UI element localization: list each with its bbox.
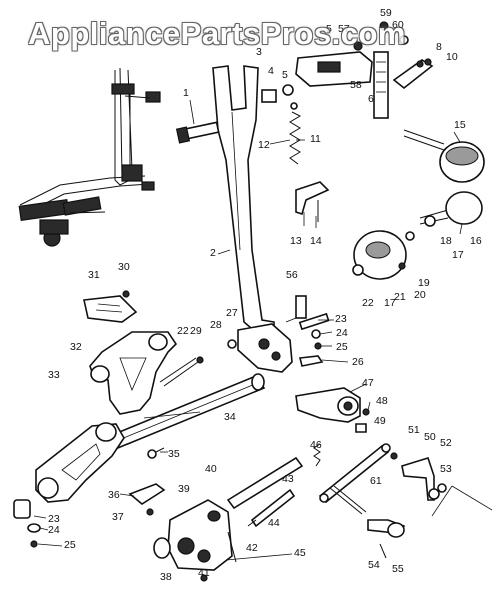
callout-label: 59 bbox=[380, 7, 392, 19]
callout-label: 1 bbox=[183, 87, 189, 99]
callout-label: 17 bbox=[452, 249, 464, 261]
callout-label: 3 bbox=[256, 46, 262, 58]
crank-part-47 bbox=[295, 387, 370, 423]
callout-label: 47 bbox=[362, 377, 374, 389]
callout-label: 5 bbox=[282, 69, 288, 81]
frame-part-33 bbox=[89, 331, 178, 415]
callout-label: 34 bbox=[224, 411, 236, 423]
block-part-39 bbox=[153, 499, 237, 582]
pin-part-61 bbox=[329, 487, 363, 515]
callout-label: 13 bbox=[290, 235, 302, 247]
callout-label: 46 bbox=[310, 439, 322, 451]
rod-part-43 bbox=[226, 456, 304, 510]
rod-part-29 bbox=[159, 357, 197, 383]
callout-label: 57 bbox=[338, 23, 350, 35]
spring-part-11 bbox=[289, 102, 302, 165]
callout-label: 25 bbox=[336, 341, 348, 353]
watermark-logo: AppliancePartsPros.com bbox=[28, 16, 406, 51]
callout-label: 27 bbox=[226, 307, 238, 319]
spring-part-46 bbox=[313, 443, 321, 467]
callout-label: 51 bbox=[408, 424, 420, 436]
callout-label: 28 bbox=[210, 319, 222, 331]
block-part-4 bbox=[261, 89, 277, 103]
cam-part-21 bbox=[352, 230, 415, 280]
callout-label: 49 bbox=[374, 415, 386, 427]
callout-label: 43 bbox=[282, 473, 294, 485]
callout-label: 53 bbox=[440, 463, 452, 475]
screw-set-part-23 bbox=[295, 295, 330, 367]
callout-label: 23 bbox=[335, 313, 347, 325]
washer-part-3 bbox=[282, 84, 294, 96]
callout-label: 26 bbox=[352, 356, 364, 368]
callout-label: 23 bbox=[48, 513, 60, 525]
callout-label: 18 bbox=[440, 235, 452, 247]
callout-label: 45 bbox=[294, 547, 306, 559]
callout-label: 52 bbox=[440, 437, 452, 449]
callout-label: 54 bbox=[368, 559, 380, 571]
callout-label: 25 bbox=[64, 539, 76, 551]
screw-part-1 bbox=[175, 121, 220, 144]
callout-label: 17 bbox=[384, 297, 396, 309]
cam-assembly-part-16 bbox=[419, 191, 483, 227]
clip-part-36 bbox=[128, 483, 166, 516]
callout-label: 11 bbox=[310, 133, 321, 145]
callout-label: 29 bbox=[190, 325, 202, 337]
callout-label: 24 bbox=[48, 524, 60, 536]
callout-label: 50 bbox=[424, 431, 436, 443]
callout-label: 41 bbox=[198, 567, 210, 579]
callout-label: 10 bbox=[446, 51, 458, 63]
callout-label: 6 bbox=[368, 93, 374, 105]
callout-label: 30 bbox=[118, 261, 130, 273]
link-part-8 bbox=[392, 58, 434, 90]
bracket-part-13 bbox=[295, 181, 330, 222]
callout-label: 2 bbox=[210, 247, 216, 259]
clip-part-54 bbox=[367, 519, 406, 559]
callout-label: 36 bbox=[108, 489, 120, 501]
callout-label: 61 bbox=[370, 475, 382, 487]
plate-part-31 bbox=[83, 290, 138, 323]
lever-arm-part-2 bbox=[212, 65, 275, 335]
callout-label: 5 bbox=[326, 23, 332, 35]
callout-label: 22 bbox=[362, 297, 374, 309]
lower-frame bbox=[35, 422, 125, 503]
crank-part-27 bbox=[227, 323, 293, 373]
callout-label: 38 bbox=[160, 571, 172, 583]
callout-label: 60 bbox=[392, 19, 404, 31]
callout-label: 44 bbox=[268, 517, 280, 529]
top-bracket-part-5 bbox=[295, 21, 409, 119]
cam-assembly-part-15 bbox=[403, 129, 485, 183]
callout-label: 42 bbox=[246, 542, 258, 554]
callout-label: 19 bbox=[418, 277, 430, 289]
callout-label: 14 bbox=[310, 235, 322, 247]
callout-label: 55 bbox=[392, 563, 404, 575]
callout-label: 48 bbox=[376, 395, 388, 407]
callout-label: 15 bbox=[454, 119, 466, 131]
washer-part-35 bbox=[147, 447, 165, 459]
callout-label: 32 bbox=[70, 341, 82, 353]
callout-label: 37 bbox=[112, 511, 124, 523]
callout-label: 33 bbox=[48, 369, 60, 381]
callout-label: 21 bbox=[394, 291, 406, 303]
callout-label: 35 bbox=[168, 448, 180, 460]
machine-frame-inset bbox=[18, 67, 161, 247]
callout-label: 8 bbox=[436, 41, 442, 53]
callout-label: 16 bbox=[470, 235, 482, 247]
callout-label: 39 bbox=[178, 483, 190, 495]
callout-label: 31 bbox=[88, 269, 100, 281]
rod-part-44 bbox=[247, 488, 296, 528]
callout-label: 24 bbox=[336, 327, 348, 339]
callout-label: 12 bbox=[258, 139, 270, 151]
callout-label: 40 bbox=[205, 463, 217, 475]
callout-label: 22 bbox=[177, 325, 189, 337]
callout-label: 56 bbox=[286, 269, 298, 281]
callout-label: 58 bbox=[350, 79, 362, 91]
callout-label: 4 bbox=[268, 65, 274, 77]
small-parts-bottom-left bbox=[13, 499, 41, 548]
callout-label: 20 bbox=[414, 289, 426, 301]
leader-lines bbox=[33, 99, 493, 561]
